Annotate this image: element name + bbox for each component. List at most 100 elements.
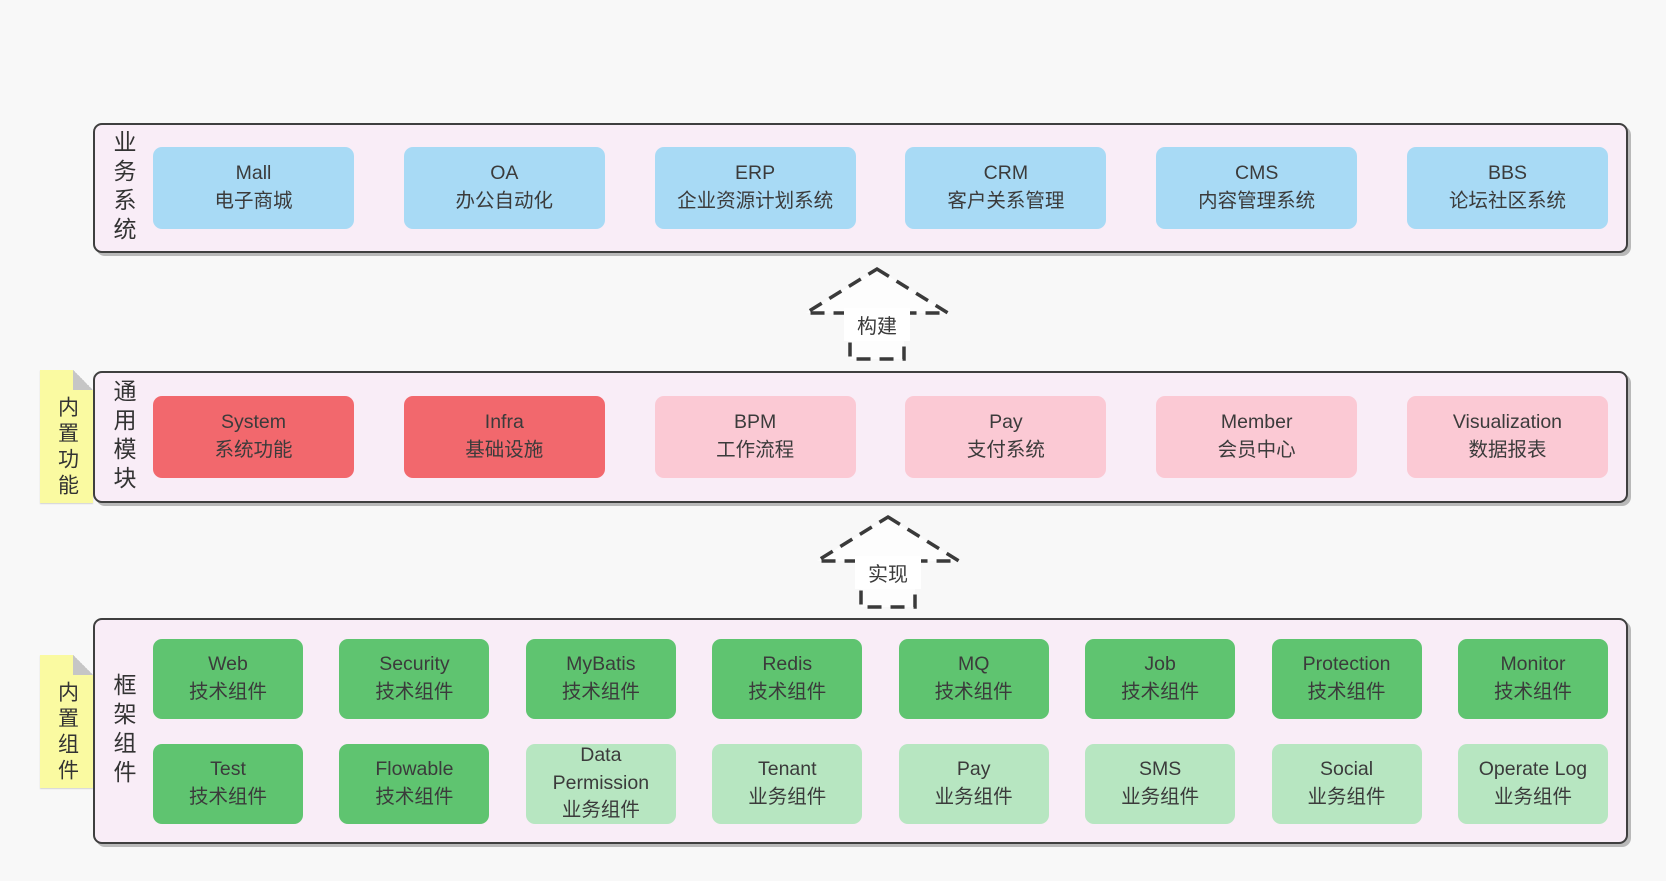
box-title: CMS: [1235, 162, 1279, 185]
diagram-box-mq: MQ 技术组件: [898, 638, 1049, 719]
diagram-box-member: Member 会员中心: [1156, 396, 1358, 478]
diagram-box-data-permission: Data Permission 业务组件: [525, 743, 676, 824]
box-title: MQ: [957, 652, 990, 675]
box-title: BBS: [1487, 162, 1527, 185]
diagram-box-tenant: Tenant 业务组件: [712, 743, 863, 824]
box-title: SMS: [1138, 757, 1182, 780]
box-subtitle: 内容管理系统: [1198, 190, 1316, 212]
box-title: System: [220, 411, 286, 434]
box-subtitle: 业务组件: [1121, 785, 1200, 808]
box-title: Pay: [989, 411, 1023, 434]
box-title: Test: [210, 757, 246, 780]
box-title: Job: [1144, 652, 1176, 675]
box-title: Infra: [484, 411, 524, 434]
band-label: 框架组件: [110, 673, 136, 789]
sticky-note-text: 内置组件: [55, 681, 79, 785]
box-subtitle: 业务组件: [748, 785, 827, 808]
folded-corner-icon: [73, 655, 93, 675]
band-label: 业务系统: [110, 130, 136, 246]
box-title: Visualization: [1452, 411, 1563, 434]
folded-corner-icon: [73, 370, 93, 390]
box-title: Monitor: [1500, 652, 1566, 675]
box-subtitle: 技术组件: [1307, 680, 1386, 703]
common-modules-row: System 系统功能 Infra 基础设施 BPM 工作流程 Pay 支付系统 Member 会…: [153, 396, 1608, 478]
box-title: Tenant: [757, 757, 817, 780]
box-title: Web: [208, 652, 248, 675]
box-title: Mall: [235, 162, 272, 185]
build-arrow-label: 构建: [844, 308, 910, 341]
box-subtitle: 论坛社区系统: [1448, 190, 1566, 212]
box-subtitle: 技术组件: [188, 785, 267, 808]
sticky-note-text: 内置功能: [55, 396, 79, 500]
box-title: Social: [1319, 757, 1374, 780]
box-title: Data Permission: [552, 743, 650, 794]
box-subtitle: 技术组件: [375, 785, 454, 808]
diagram-box-web: Web 技术组件: [153, 638, 303, 719]
box-title: CRM: [983, 162, 1029, 185]
diagram-box-oa: OA 办公自动化: [403, 147, 605, 229]
diagram-box-pay: Pay 支付系统: [905, 396, 1107, 478]
diagram-box-mybatis: MyBatis 技术组件: [525, 638, 676, 719]
box-title: Member: [1220, 411, 1293, 434]
box-subtitle: 系统功能: [214, 439, 293, 461]
box-title: Redis: [762, 652, 813, 675]
diagram-box-security: Security 技术组件: [339, 638, 490, 719]
box-subtitle: 客户关系管理: [947, 190, 1065, 212]
box-subtitle: 技术组件: [1121, 680, 1200, 703]
box-title: OA: [490, 162, 519, 185]
diagram-box-crm: CRM 客户关系管理: [905, 147, 1107, 229]
box-title: ERP: [735, 162, 776, 185]
diagram-box-visualization: Visualization 数据报表: [1406, 396, 1608, 478]
box-subtitle: 企业资源计划系统: [677, 190, 834, 212]
diagram-box-bpm: BPM 工作流程: [654, 396, 856, 478]
diagram-box-cms: CMS 内容管理系统: [1156, 147, 1358, 229]
box-subtitle: 技术组件: [934, 680, 1013, 703]
box-title: BPM: [733, 411, 777, 434]
diagram-box-protection: Protection 技术组件: [1271, 638, 1422, 719]
box-subtitle: 数据报表: [1468, 439, 1547, 461]
box-title: Flowable: [375, 757, 454, 780]
box-subtitle: 支付系统: [966, 439, 1045, 461]
business-systems-row: Mall 电子商城 OA 办公自动化 ERP 企业资源计划系统 CRM 客户关系管理 CMS 内容…: [153, 147, 1608, 229]
box-subtitle: 技术组件: [748, 680, 827, 703]
band-label: 通用模块: [110, 379, 136, 495]
box-subtitle: 业务组件: [1493, 785, 1572, 808]
box-title: MyBatis: [566, 652, 636, 675]
diagram-box-operate-log: Operate Log 业务组件: [1457, 743, 1608, 824]
box-subtitle: 工作流程: [716, 439, 795, 461]
box-subtitle: 办公自动化: [455, 190, 554, 212]
box-subtitle: 技术组件: [1493, 680, 1572, 703]
diagram-box-sms: SMS 业务组件: [1085, 743, 1236, 824]
diagram-box-flowable: Flowable 技术组件: [339, 743, 490, 824]
diagram-box-monitor: Monitor 技术组件: [1457, 638, 1608, 719]
box-subtitle: 业务组件: [561, 799, 640, 822]
box-subtitle: 技术组件: [375, 680, 454, 703]
box-title: Protection: [1302, 652, 1391, 675]
box-subtitle: 业务组件: [934, 785, 1013, 808]
diagram-box-social: Social 业务组件: [1271, 743, 1422, 824]
box-subtitle: 业务组件: [1307, 785, 1386, 808]
diagram-box-test: Test 技术组件: [153, 743, 303, 824]
implement-arrow-label: 实现: [855, 556, 921, 589]
box-subtitle: 基础设施: [465, 439, 544, 461]
box-title: Pay: [956, 757, 991, 780]
diagram-box-pay: Pay 业务组件: [898, 743, 1049, 824]
box-subtitle: 电子商城: [214, 190, 293, 212]
diagram-box-job: Job 技术组件: [1085, 638, 1236, 719]
box-title: Security: [379, 652, 450, 675]
band-business-systems: 业务系统 Mall 电子商城 OA 办公自动化 ERP 企业资源计划系统 CRM 客户关系管理…: [93, 123, 1628, 253]
diagram-box-erp: ERP 企业资源计划系统: [654, 147, 856, 229]
box-subtitle: 技术组件: [561, 680, 640, 703]
box-subtitle: 会员中心: [1217, 439, 1296, 461]
diagram-box-system: System 系统功能: [153, 396, 354, 478]
sticky-note-built-in-components: 内置组件: [40, 655, 93, 788]
diagram-box-mall: Mall 电子商城: [153, 147, 354, 229]
diagram-box-bbs: BBS 论坛社区系统: [1406, 147, 1608, 229]
box-title: Operate Log: [1478, 757, 1588, 780]
box-subtitle: 技术组件: [188, 680, 267, 703]
diagram-box-infra: Infra 基础设施: [403, 396, 605, 478]
diagram-box-redis: Redis 技术组件: [712, 638, 863, 719]
